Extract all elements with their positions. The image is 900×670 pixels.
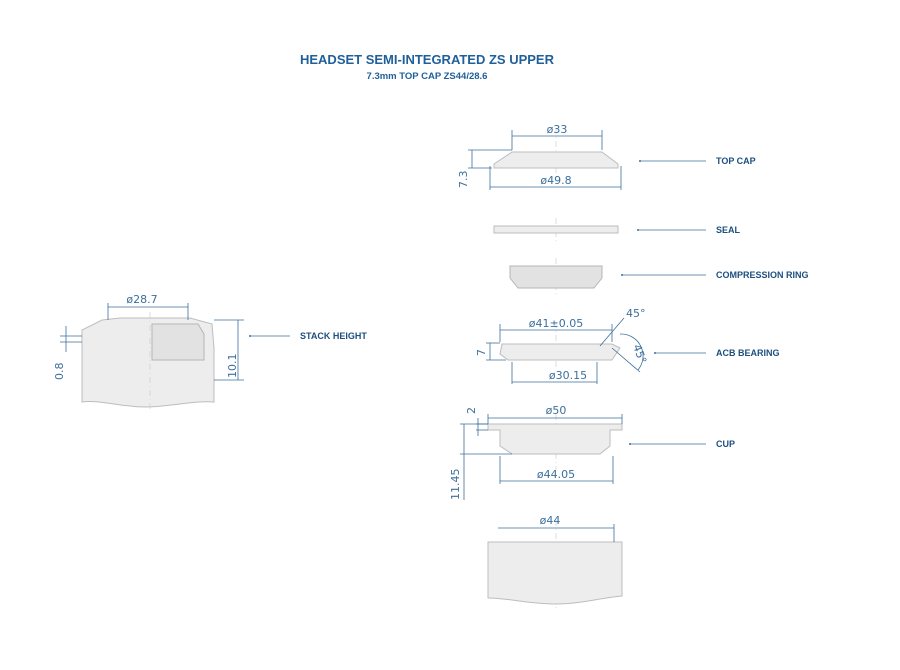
compression-ring: COMPRESSION RING [509,258,809,296]
top-cap-label: TOP CAP [716,156,756,166]
drawing-subtitle: 7.3mm TOP CAP ZS44/28.6 [367,71,488,82]
bearing-angle-side-line [611,347,641,373]
stack-assembly: ø28.7 10.1 0.8 STACK HEIGHT [53,293,367,410]
bearing-angle-side-arc [619,333,644,371]
frame-body [487,541,623,605]
top-cap: ø33 ø49.8 7.3 TOP CAP [457,123,756,190]
bearing-inner-dia-label: ø30.15 [549,369,587,382]
cup-leader-dot [629,443,631,445]
cup-height-label: 11.45 [449,469,462,501]
top-cap-inner-dia-label: ø33 [547,123,568,136]
bearing-height-label: 7 [475,349,488,356]
compression-ring-leader-dot [621,274,623,276]
stack-height-value: 10.1 [226,354,239,379]
compression-ring-label: COMPRESSION RING [716,270,809,280]
bearing-label: ACB BEARING [716,348,780,358]
stack-dia-label: ø28.7 [126,293,157,306]
stack-inner-section [151,323,205,361]
top-cap-height-label: 7.3 [457,171,470,189]
top-cap-body [493,151,619,169]
top-cap-outer-dia-label: ø49.8 [540,174,571,187]
seal-label: SEAL [716,225,741,235]
seal-body [493,225,619,234]
cup-outer-dia-label: ø50 [546,404,567,417]
compression-ring-body [509,265,603,289]
acb-bearing: ø41±0.05 45° 45° 7 ø30.15 ACB BEARING [475,307,780,384]
bearing-angle-top-label: 45° [626,307,646,320]
cup-inner-dia-label: ø44.05 [537,468,575,481]
stack-leader-dot [249,335,251,337]
bearing-angle-side-label: 45° [630,343,649,366]
seal: SEAL [493,218,741,242]
bearing-leader-dot [654,352,656,354]
stack-height-label: STACK HEIGHT [300,331,367,341]
cup-lip-label: 2 [465,407,478,414]
bearing-body [499,343,621,361]
frame-dia-label: ø44 [540,514,561,527]
frame: ø44 [487,514,623,610]
drawing-title: HEADSET SEMI-INTEGRATED ZS UPPER [300,52,555,67]
cup-body [487,423,623,455]
cup-label: CUP [716,439,735,449]
cup: ø50 2 11.45 ø44.05 CUP [449,404,735,500]
stack-offset-label: 0.8 [53,363,66,381]
top-cap-leader-dot [639,160,641,162]
bearing-outer-dia-label: ø41±0.05 [529,317,583,330]
seal-leader-dot [637,229,639,231]
bearing-angle-top-line [599,317,625,347]
